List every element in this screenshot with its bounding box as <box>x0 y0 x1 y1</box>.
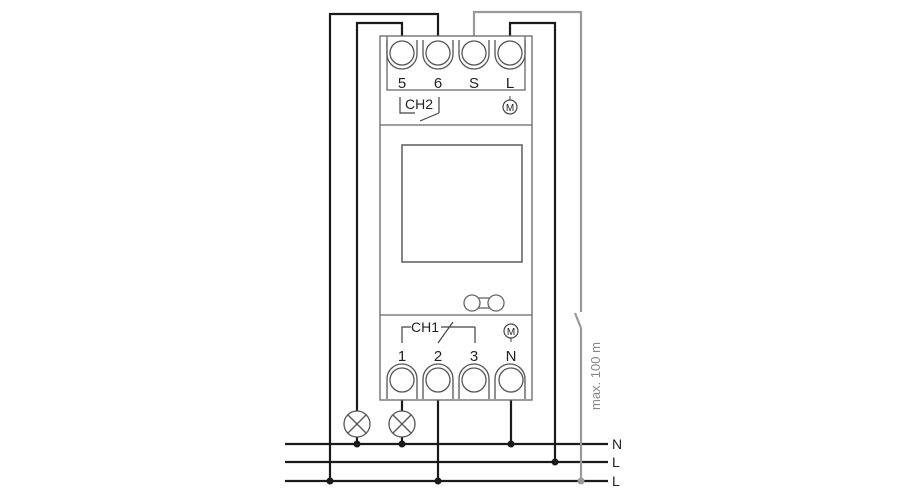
junctions <box>326 440 585 485</box>
wire-terminal-5 <box>355 21 404 411</box>
bus-label-l2: L <box>612 473 620 489</box>
top-terminal-block <box>386 40 526 70</box>
terminal-s <box>458 40 490 70</box>
lamp-icon <box>388 410 416 438</box>
terminal-l <box>494 40 526 70</box>
motor-icon: M <box>502 96 518 115</box>
motor-icon: M <box>503 323 519 342</box>
wire-terminal-s <box>472 10 583 312</box>
svg-text:M: M <box>506 103 514 114</box>
bottom-terminal-block <box>386 363 526 399</box>
terminal-label-2: 2 <box>434 348 442 365</box>
terminal-label-1: 1 <box>398 348 406 365</box>
bus-lines <box>285 442 608 483</box>
svg-text:M: M <box>507 327 515 338</box>
timer-device <box>379 35 533 401</box>
terminal-label-5: 5 <box>398 75 406 92</box>
terminal-3 <box>458 363 490 399</box>
bus-label-n: N <box>612 436 622 452</box>
terminal-6 <box>422 40 454 70</box>
terminal-label-n: N <box>506 348 517 365</box>
display <box>401 144 523 263</box>
wire-terminal-6 <box>328 12 440 481</box>
terminal-5 <box>386 40 418 70</box>
terminal-label-s: S <box>469 75 479 92</box>
ch1-contact-symbol <box>401 321 476 344</box>
sense-wire <box>472 10 583 481</box>
wire-terminal-l <box>508 21 557 462</box>
ch1-label: CH1 <box>411 319 439 335</box>
terminal-label-3: 3 <box>470 348 478 365</box>
lamps <box>343 410 416 438</box>
terminal-1 <box>386 363 418 399</box>
wires <box>328 12 557 481</box>
terminal-n <box>494 363 526 399</box>
ch2-contact-symbol <box>399 97 440 122</box>
max-distance-label: max. 100 m <box>588 342 603 410</box>
terminal-label-6: 6 <box>434 75 442 92</box>
push-switch <box>573 312 583 329</box>
lamp-icon <box>343 410 371 438</box>
terminal-label-l: L <box>506 75 514 92</box>
ch2-label: CH2 <box>405 96 433 112</box>
button-icon[interactable] <box>463 294 505 312</box>
terminal-2 <box>422 363 454 399</box>
bus-label-l1: L <box>612 454 620 470</box>
